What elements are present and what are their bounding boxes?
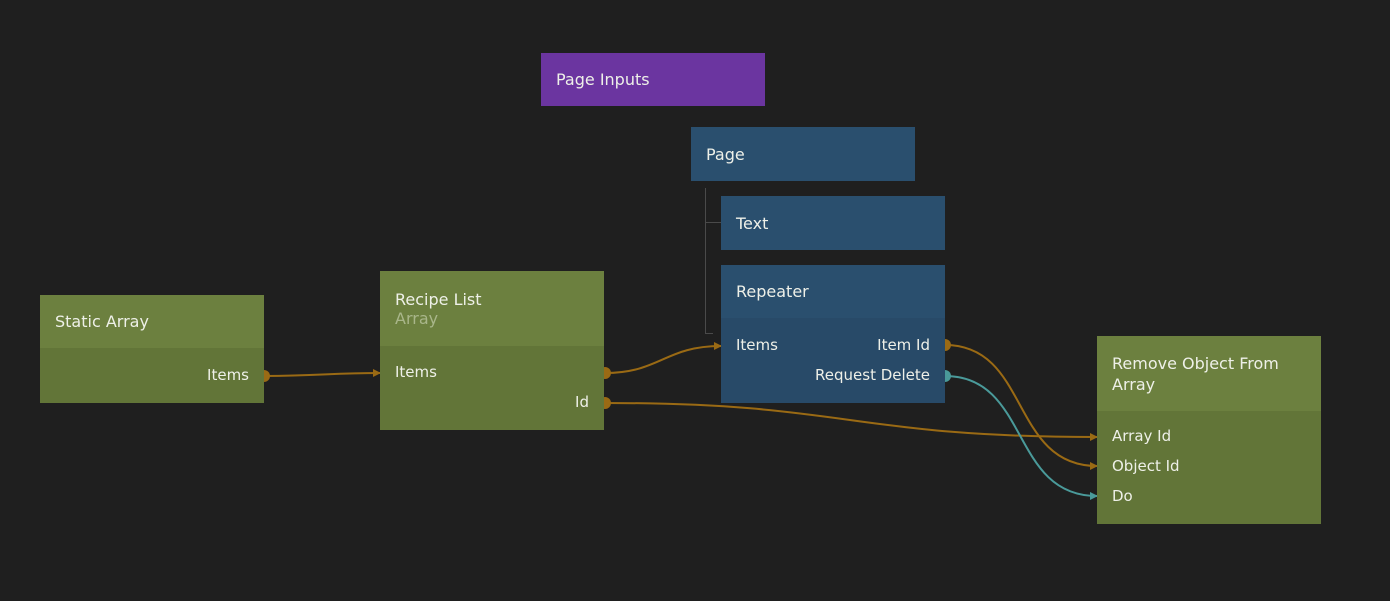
node-static-array[interactable]: Static Array Items bbox=[40, 295, 264, 403]
hierarchy-line bbox=[705, 222, 713, 334]
node-recipe-list[interactable]: Recipe List Array Items Id bbox=[380, 271, 604, 430]
wire-recipe-list-to-repeater[interactable] bbox=[604, 342, 722, 374]
node-type-label: Array bbox=[395, 308, 439, 328]
port-output-request-delete[interactable]: Request Delete bbox=[815, 366, 930, 384]
node-title: Repeater bbox=[736, 282, 809, 301]
wire-static-array-to-recipe-list[interactable] bbox=[263, 369, 381, 378]
node-title: Page bbox=[706, 144, 745, 164]
port-input-do[interactable]: Do bbox=[1112, 487, 1133, 505]
wire-item-id-to-object-id[interactable] bbox=[944, 344, 1098, 470]
node-title: Remove Object From Array bbox=[1112, 353, 1279, 394]
port-input-items[interactable]: Items bbox=[736, 336, 778, 354]
port-input-object-id[interactable]: Object Id bbox=[1112, 457, 1180, 475]
port-output-items[interactable]: Items bbox=[207, 366, 249, 384]
node-title: Recipe List bbox=[395, 289, 482, 309]
port-output-id[interactable]: Id bbox=[575, 393, 589, 411]
wire-request-delete-to-do[interactable] bbox=[944, 375, 1098, 500]
node-remove-object-from-array[interactable]: Remove Object From Array Array Id Object… bbox=[1097, 336, 1321, 524]
node-title: Text bbox=[736, 213, 769, 233]
node-repeater[interactable]: Repeater Items Item Id Request Delete bbox=[721, 265, 945, 403]
node-page-inputs[interactable]: Page Inputs bbox=[541, 53, 765, 106]
hierarchy-line bbox=[705, 188, 721, 223]
node-title: Static Array bbox=[55, 312, 149, 331]
port-input-items[interactable]: Items bbox=[395, 363, 437, 381]
node-page[interactable]: Page bbox=[691, 127, 915, 181]
node-text[interactable]: Text bbox=[721, 196, 945, 250]
port-output-item-id[interactable]: Item Id bbox=[877, 336, 930, 354]
port-input-array-id[interactable]: Array Id bbox=[1112, 427, 1172, 445]
node-title: Page Inputs bbox=[556, 70, 650, 89]
wire-id-to-array-id[interactable] bbox=[604, 402, 1098, 441]
